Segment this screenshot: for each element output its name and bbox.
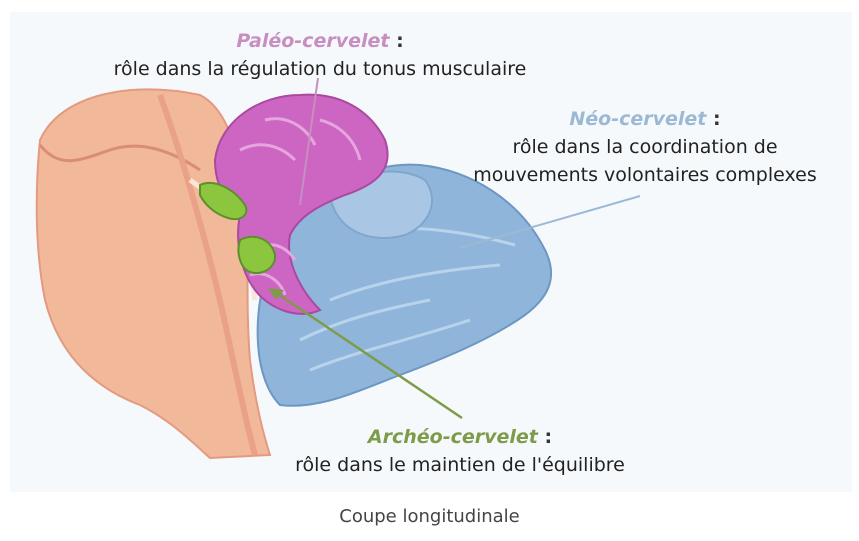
caption: Coupe longitudinale <box>0 506 859 527</box>
neo-description-line2: mouvements volontaires complexes <box>440 164 850 186</box>
neo-colon: : <box>706 108 720 130</box>
archeo-colon: : <box>538 426 552 448</box>
paleo-name: Paléo-cervelet <box>236 30 389 52</box>
archeo-label: Archéo-cervelet : rôle dans le maintien … <box>250 426 670 476</box>
archeo-title: Archéo-cervelet : <box>250 426 670 448</box>
neo-title: Néo-cervelet : <box>440 108 850 130</box>
paleo-title: Paléo-cervelet : <box>90 30 550 52</box>
paleo-description: rôle dans la régulation du tonus muscula… <box>90 58 550 80</box>
neo-description-line1: rôle dans la coordination de <box>440 136 850 158</box>
neo-name: Néo-cervelet <box>569 108 706 130</box>
neo-label: Néo-cervelet : rôle dans la coordination… <box>440 108 850 186</box>
paleo-colon: : <box>389 30 403 52</box>
archeo-description: rôle dans le maintien de l'équilibre <box>250 454 670 476</box>
archeo-name: Archéo-cervelet <box>368 426 538 448</box>
paleo-label: Paléo-cervelet : rôle dans la régulation… <box>90 30 550 80</box>
